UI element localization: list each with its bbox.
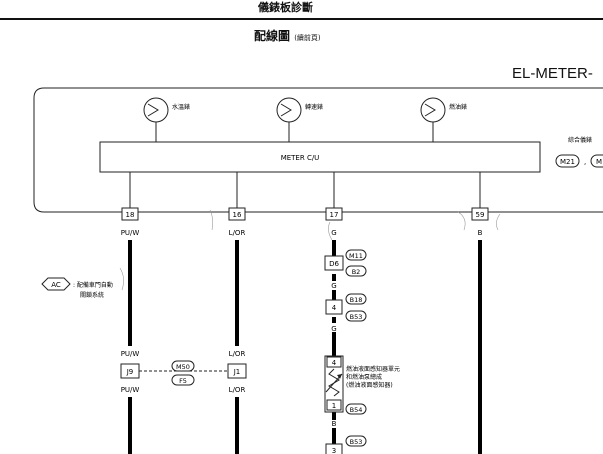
sensor-label-line2: 和燃油泵總成 [346, 373, 382, 381]
meter-cu-label: METER C/U [281, 154, 320, 162]
ref-f5: F5 [179, 377, 187, 385]
sensor-label-line1: 燃油液面感知器單元 [346, 365, 400, 373]
tachometer-gauge-icon [276, 97, 302, 123]
connector-m21: M21 [560, 158, 575, 166]
pin-17: 17 G [325, 207, 343, 237]
wire-color-pu-w: PU/W [121, 229, 140, 237]
svg-text:L/OR: L/OR [229, 350, 246, 358]
ref-b2: B2 [352, 268, 361, 276]
ref-m50: M50 [176, 363, 190, 371]
svg-text:B: B [332, 420, 337, 428]
combination-meter-outline [33, 87, 603, 213]
svg-text:G: G [331, 282, 336, 290]
svg-text:4: 4 [332, 359, 337, 367]
water-temp-gauge: 水溫錶 [143, 97, 190, 142]
scan-marks [119, 209, 501, 291]
svg-text:G: G [331, 325, 336, 333]
ref-b53: B53 [350, 313, 363, 321]
header-rule [0, 18, 603, 20]
joint-connectors: PU/W L/OR J9 J1 M50 F5 PU/W L/OR [120, 350, 247, 394]
pin-16: 16 L/OR [228, 207, 246, 237]
svg-text:,: , [584, 158, 586, 166]
fuel-gauge: 燃油錶 [420, 97, 467, 142]
ref-b54: B54 [350, 406, 363, 414]
fuel-gauge-label: 燃油錶 [449, 103, 467, 111]
pin-18: 18 PU/W [121, 207, 140, 237]
svg-text:L/OR: L/OR [229, 386, 246, 394]
page-header-title: 儀錶板診斷 [258, 1, 313, 14]
ac-note-line2: 關鎖系統 [80, 291, 104, 299]
ac-note: AC : 配備車門自動 關鎖系統 [41, 277, 113, 299]
svg-text:1: 1 [332, 402, 336, 410]
diagram-title-note: (續前頁) [294, 34, 321, 42]
svg-text:16: 16 [233, 211, 242, 219]
ref-b18: B18 [350, 296, 363, 304]
fuel-level-sensor: 4 1 燃油液面感知器單元 和燃油泵總成 (燃油液面感知器) B54 B [324, 355, 400, 428]
connector-m: M [596, 158, 602, 166]
meter-cu-box [99, 141, 541, 173]
wire-color-b: B [478, 229, 483, 237]
diagram-title: 配線圖 (續前頁) [254, 27, 321, 44]
sensor-label-line3: (燃油液面感知器) [346, 381, 393, 389]
svg-text:59: 59 [476, 211, 485, 219]
water-temp-gauge-icon [143, 97, 169, 123]
connector-3: 3 B53 [325, 435, 367, 454]
svg-text:D6: D6 [329, 260, 339, 268]
fuel-gauge-icon [420, 97, 446, 123]
pin-59: 59 B [471, 207, 489, 237]
tachometer-gauge-label: 轉速錶 [305, 103, 323, 111]
water-temp-gauge-label: 水溫錶 [172, 103, 190, 111]
wire-color-g: G [331, 229, 336, 237]
ac-tag: AC [51, 281, 61, 289]
diagram-title-text: 配線圖 [254, 29, 291, 43]
combination-meter-label: 綜合儀錶 [568, 136, 592, 144]
svg-text:18: 18 [126, 211, 135, 219]
ref-b53-lower: B53 [350, 438, 363, 446]
svg-text:4: 4 [332, 304, 337, 312]
wire-color-l-or: L/OR [229, 229, 246, 237]
ref-m11: M11 [349, 252, 363, 260]
svg-text:J1: J1 [233, 368, 241, 376]
svg-text:J9: J9 [126, 368, 134, 376]
joint-j1 [227, 363, 247, 379]
svg-text:PU/W: PU/W [121, 350, 140, 358]
svg-text:3: 3 [332, 447, 336, 454]
diagram-code: EL-METER- [512, 65, 593, 82]
svg-text:PU/W: PU/W [121, 386, 140, 394]
connector-4a: 4 B18 B53 G [325, 293, 367, 333]
connector-d6: D6 M11 B2 G [324, 249, 367, 290]
tachometer-gauge: 轉速錶 [276, 97, 323, 142]
ac-note-line1: : 配備車門自動 [73, 281, 113, 289]
svg-text:17: 17 [330, 211, 339, 219]
